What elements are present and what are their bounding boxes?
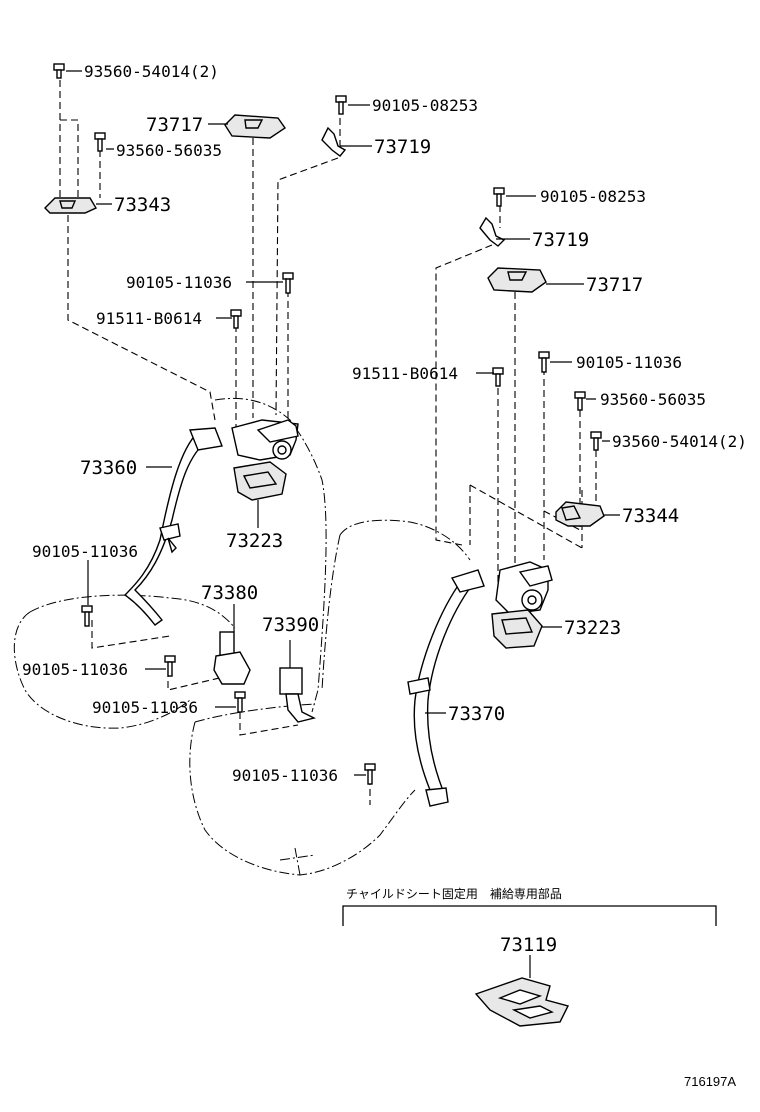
- cover-73223-icon: [233, 461, 287, 501]
- belt-guide-icon: [188, 427, 223, 451]
- part-label: 90105-08253: [372, 96, 478, 115]
- cover-73717-icon: [487, 267, 547, 293]
- part-label: 73223: [564, 617, 621, 639]
- part-label: 73390: [262, 614, 319, 636]
- bolt-icon: [230, 309, 242, 329]
- part-label: 93560-54014(2): [84, 62, 219, 81]
- bolt-icon: [81, 605, 93, 627]
- right-seat-outline: [189, 519, 471, 876]
- bracket-73343-icon: [44, 197, 98, 214]
- part-label: 93560-56035: [116, 141, 222, 160]
- part-label: 90105-08253: [540, 187, 646, 206]
- left-seat-outline: [13, 397, 327, 729]
- note-bracket: [342, 905, 717, 926]
- bolt-icon: [335, 95, 347, 115]
- bolt-icon: [164, 655, 176, 677]
- part-label: 90105-11036: [22, 660, 128, 679]
- bolt-icon: [364, 763, 376, 785]
- right-dash-lines: [435, 205, 597, 600]
- part-label: 90105-11036: [32, 542, 138, 561]
- bolt-icon: [234, 691, 246, 713]
- cover-73223-icon: [491, 609, 543, 649]
- part-label: 90105-11036: [576, 353, 682, 372]
- bolt-icon: [590, 431, 602, 451]
- part-label: 73344: [622, 505, 679, 527]
- part-label: 73119: [500, 934, 557, 956]
- part-label: 90105-11036: [126, 273, 232, 292]
- part-label: 93560-56035: [600, 390, 706, 409]
- bolt-icon: [538, 351, 550, 373]
- bolt-icon: [492, 367, 504, 387]
- belt-guide-icon: [450, 569, 485, 593]
- diagram-id: 716197A: [684, 1074, 736, 1089]
- bolt-icon: [282, 272, 294, 294]
- buckle-73380-icon: [213, 631, 251, 685]
- leader-lines: [66, 70, 620, 978]
- bracket-73344-icon: [555, 501, 605, 527]
- retractor-icon: [231, 419, 299, 461]
- part-label: 91511-B0614: [96, 309, 202, 328]
- part-label: 73370: [448, 703, 505, 725]
- bolt-icon: [574, 391, 586, 411]
- part-label: 90105-11036: [232, 766, 338, 785]
- belt-anchor-icon: [407, 677, 431, 695]
- belt-anchor-icon: [425, 787, 449, 807]
- belt-anchor-icon: [159, 523, 181, 554]
- cover-73717-icon: [224, 114, 286, 139]
- part-label: 73717: [586, 274, 643, 296]
- part-label: 73343: [114, 194, 171, 216]
- retractor-icon: [495, 561, 553, 615]
- note-text: チャイルドシート固定用 補給専用部品: [346, 886, 562, 901]
- buckle-73390-icon: [279, 667, 317, 723]
- part-label: 73380: [201, 582, 258, 604]
- part-label: 73223: [226, 530, 283, 552]
- part-label: 73717: [146, 114, 203, 136]
- part-label: 93560-54014(2): [612, 432, 747, 451]
- bolt-icon: [53, 63, 65, 79]
- part-label: 73719: [374, 136, 431, 158]
- part-label: 90105-11036: [92, 698, 198, 717]
- left-dash-lines: [59, 80, 371, 805]
- tag-73119-icon: [474, 977, 570, 1027]
- bolt-icon: [493, 187, 505, 207]
- part-label: 91511-B0614: [352, 364, 458, 383]
- part-label: 73360: [80, 457, 137, 479]
- part-label: 73719: [532, 229, 589, 251]
- bolt-icon: [94, 132, 106, 152]
- clip-73719-icon: [321, 126, 347, 157]
